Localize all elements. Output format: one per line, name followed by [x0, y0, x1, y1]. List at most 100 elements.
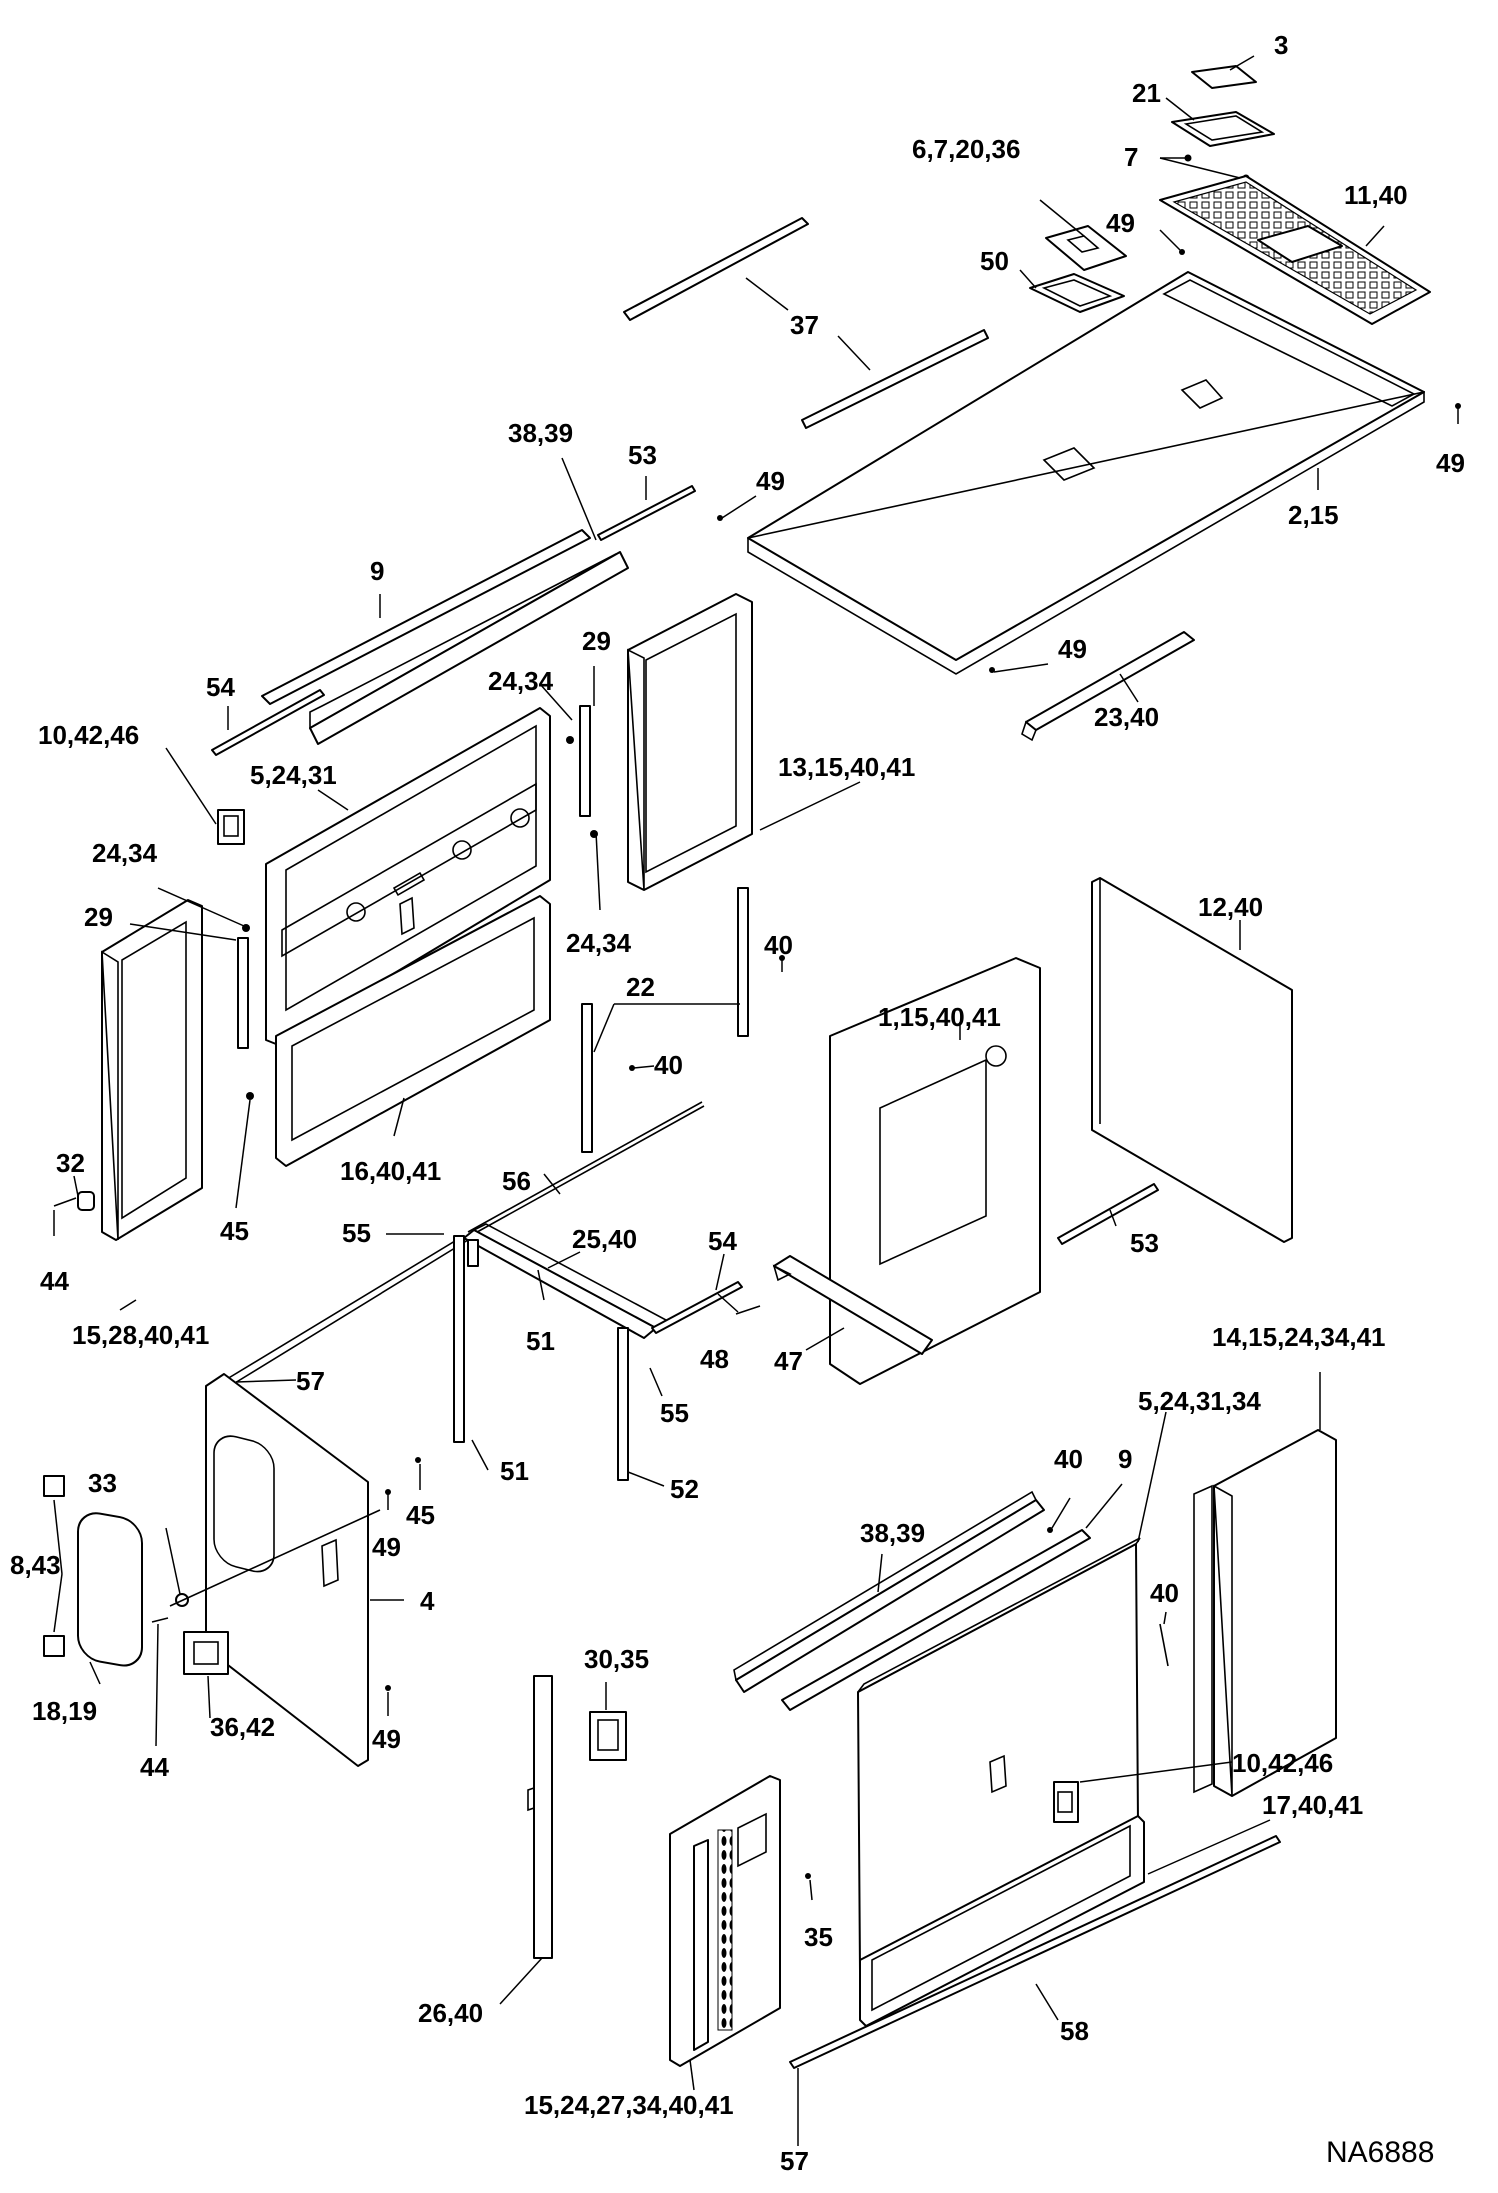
thin-strip-54a	[211, 689, 325, 756]
callout-23-40: 23,40	[1094, 702, 1159, 732]
post-51a	[453, 1235, 465, 1443]
callout-32: 32	[56, 1148, 85, 1178]
gasket-50	[1029, 273, 1125, 313]
bolt-44a	[53, 1197, 77, 1207]
rod-56	[467, 1101, 703, 1233]
post-51b	[467, 1239, 479, 1267]
gasket-50-inner	[1041, 279, 1113, 307]
callout-57-bottom: 57	[780, 2146, 809, 2176]
screw-49d	[989, 667, 995, 673]
side-panel-right	[1091, 877, 1293, 1243]
callout-5-24-31: 5,24,31	[250, 760, 337, 790]
rear-door-hole-b	[452, 840, 472, 860]
thin-strip-53b	[1057, 1183, 1159, 1245]
callout-16-40-41: 16,40,41	[340, 1156, 441, 1186]
front-plate-hole	[985, 1045, 1007, 1067]
rear-door-tab	[399, 896, 415, 936]
callout-49-top: 49	[1106, 208, 1135, 238]
callout-36-42: 36,42	[210, 1712, 275, 1742]
thin-strip-53a	[597, 485, 696, 541]
screw-40c	[1047, 1527, 1053, 1533]
side-panel-upper-flange	[627, 648, 645, 891]
clip-8-43a	[43, 1475, 65, 1497]
callout-24-34-mid: 24,34	[566, 928, 632, 958]
callout-49-door-top: 49	[372, 1532, 401, 1562]
callout-24-34-top: 24,34	[488, 666, 554, 696]
rear-door-panel	[265, 707, 551, 1045]
roof-cutout-a	[1180, 379, 1224, 409]
tall-strip-26-40-notch	[527, 1786, 535, 1812]
post-22a	[581, 1003, 593, 1153]
callout-10-42-46-top: 10,42,46	[38, 720, 139, 750]
rear-door-hole-a	[346, 902, 366, 922]
callout-26-40: 26,40	[418, 1998, 483, 2028]
callout-40-right: 40	[1054, 1444, 1083, 1474]
right-column-strip	[1193, 1484, 1213, 1794]
screw-49e	[385, 1489, 391, 1495]
strut-fitting-24-34a	[566, 736, 574, 744]
callout-49-left: 49	[756, 466, 785, 496]
callout-51-bottom: 51	[500, 1456, 529, 1486]
callout-9-right: 9	[1118, 1444, 1132, 1474]
side-door-4	[205, 1373, 369, 1767]
callout-58: 58	[1060, 2016, 1089, 2046]
cover-plate	[1191, 65, 1257, 89]
seal-strip-9b	[781, 1529, 1091, 1711]
side-panel-upper-inner	[645, 612, 737, 874]
callout-45-top: 45	[220, 1216, 249, 1246]
front-column-cutout	[737, 1812, 767, 1868]
bracket-38-39-flange	[309, 553, 617, 730]
latch-36-42	[183, 1631, 229, 1675]
roof-panel-edge	[747, 391, 1425, 675]
strut-fitting-45	[246, 1092, 254, 1100]
latch-36-42-inner	[193, 1641, 219, 1665]
long-strip-37b	[801, 329, 989, 429]
lower-tray-inner	[291, 916, 535, 1142]
kick-plate	[859, 1815, 1145, 2027]
tall-strip-26-40	[533, 1675, 553, 1959]
callout-50: 50	[980, 246, 1009, 276]
lower-door-tab	[989, 1754, 1007, 1794]
beam-25-40-flange	[472, 1223, 668, 1329]
callout-44-bottom: 44	[140, 1752, 169, 1782]
roof-frame-inner	[1162, 279, 1416, 407]
callout-40-column: 40	[1150, 1578, 1179, 1608]
bolt-7a	[1184, 154, 1192, 162]
rear-left-column-flange	[101, 950, 119, 1241]
callout-56: 56	[502, 1166, 531, 1196]
screw-45b	[415, 1457, 421, 1463]
front-column-side	[693, 1839, 709, 2051]
side-panel-upper	[627, 593, 753, 891]
window-glass	[77, 1512, 143, 1667]
screw-49c	[717, 515, 723, 521]
callout-labels: 3 21 7 6,7,20,36 11,40 49 50 37 49 38,39…	[10, 30, 1465, 2176]
rear-door-rail	[281, 782, 537, 958]
callout-55-left: 55	[342, 1218, 371, 1248]
callout-22: 22	[626, 972, 655, 1002]
callout-49-bottom: 49	[1058, 634, 1087, 664]
callout-4: 4	[420, 1586, 435, 1616]
screw-49a	[1179, 249, 1185, 255]
bracket-38-39-lower-flange	[733, 1490, 1038, 1682]
bolt-40d	[1159, 1623, 1169, 1667]
gas-strut-29b	[237, 937, 249, 1049]
callout-49-right: 49	[1436, 448, 1465, 478]
floor-frame-57	[221, 1237, 471, 1387]
callout-10-42-46-lower: 10,42,46	[1232, 1748, 1333, 1778]
front-plate-window	[879, 1058, 987, 1266]
screw-49f	[385, 1685, 391, 1691]
callout-13-15-40-41: 13,15,40,41	[778, 752, 915, 782]
callout-35: 35	[804, 1922, 833, 1952]
callout-21: 21	[1132, 78, 1161, 108]
callout-12-40: 12,40	[1198, 892, 1263, 922]
callout-9-top: 9	[370, 556, 384, 586]
callout-17-40-41: 17,40,41	[1262, 1790, 1363, 1820]
rear-left-column-inner	[121, 920, 187, 1220]
lower-door-panel-top	[857, 1537, 1141, 1693]
callout-11-40: 11,40	[1344, 180, 1408, 210]
callout-57-top: 57	[296, 1366, 325, 1396]
screw-40a	[629, 1065, 635, 1071]
pivot-axis	[169, 1509, 381, 1607]
roof-cutout-b	[1042, 447, 1096, 481]
